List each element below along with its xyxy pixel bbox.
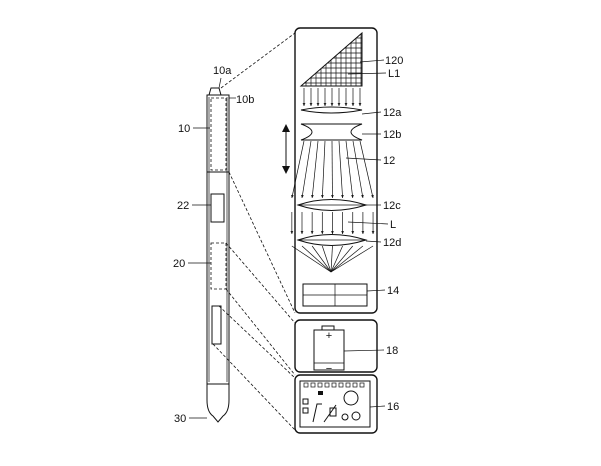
label-120: 120 [385,55,403,67]
battery-minus-symbol: − [326,363,332,375]
label-12c: 12c [383,200,401,212]
focus-ray [321,245,332,273]
circuit-pin [359,382,365,388]
label-10: 10 [178,123,190,135]
light-rays-upper [302,88,362,106]
label-10a: 10a [213,65,232,77]
ray-arrowhead [316,103,320,106]
battery-18: + − [313,325,345,375]
label-16: 16 [387,401,399,413]
ray-arrowhead [371,194,374,198]
circuit-pin [324,382,330,388]
focus-ray [330,245,354,273]
label-L1: L1 [388,68,400,80]
focus-ray [301,245,332,273]
region-20-dashed [210,242,227,290]
ray-arrowhead [344,103,348,106]
battery-panel [294,319,378,373]
ray-arrowhead [291,194,294,198]
focus-ray [311,245,332,273]
pen-tip [206,384,230,423]
battery-plus-symbol: + [326,330,332,342]
focus-ray [330,245,364,273]
circuit-panel [294,374,378,434]
light-ray [345,140,354,199]
region-10-dashed [210,97,227,171]
ray-arrowhead [351,194,354,198]
circuit-pin [338,382,344,388]
label-12a: 12a [383,107,402,119]
ray-arrowhead [301,194,304,198]
circuit-pin [345,382,351,388]
label-22: 22 [177,200,189,212]
ray-arrowhead [309,103,313,106]
pen-top-cap [208,87,222,96]
ray-arrowhead [320,231,324,234]
label-L: L [390,219,396,231]
lens-12b [300,123,363,141]
light-ray [359,140,374,199]
labels: 10a 10b 10 22 20 30 120 L1 12a 12b 12 12… [173,55,403,425]
magnification-lines [212,32,296,431]
light-rays-middle [291,140,374,199]
circuit-board-16 [299,380,371,428]
circuit-circle-large [343,390,359,406]
sensor-14 [302,283,368,307]
ray-arrowhead [321,195,324,198]
ray-arrowhead [351,103,355,106]
ray-arrowhead [351,231,355,234]
label-12: 12 [383,155,395,167]
label-10b: 10b [236,94,254,106]
circuit-pin [317,382,323,388]
circuit-pin [352,382,358,388]
label-30: 30 [174,413,186,425]
ray-arrowhead [358,103,362,106]
ray-arrowhead [337,103,341,106]
movement-arrow [282,124,290,174]
label-12d: 12d [383,237,401,249]
lens-12a [300,106,363,114]
light-ray [352,140,364,199]
light-ray [338,140,343,199]
label-14: 14 [387,285,399,297]
ray-arrowhead [371,231,375,234]
light-ray [291,140,305,199]
ray-arrowhead [323,103,327,106]
ray-arrowhead [330,103,334,106]
ray-arrowhead [331,195,334,198]
ray-arrowhead [300,231,304,234]
pen-side-button [211,305,222,345]
focus-ray [330,245,343,273]
ray-arrowhead [331,231,334,234]
ray-arrowhead [361,194,364,198]
ray-arrowhead [302,103,306,106]
circuit-pin [303,382,309,388]
circuit-pin [310,382,316,388]
focus-ray [330,245,333,273]
ray-arrowhead [341,231,344,234]
light-ray [301,140,312,199]
ray-arrowhead [310,231,314,234]
focus-ray [291,245,332,273]
ray-arrowhead [361,231,365,234]
stylus-pen [206,87,230,423]
optics-panel [294,27,378,314]
ray-arrowhead [341,195,344,198]
label-18: 18 [386,345,398,357]
light-ray [311,140,319,199]
ray-arrowhead [311,194,314,198]
circuit-pin [331,382,337,388]
label-12b: 12b [383,129,401,141]
light-ray [321,140,326,199]
light-rays-focus [291,245,374,273]
focus-ray [330,245,374,273]
label-20: 20 [173,258,185,270]
ray-arrowhead [290,231,294,234]
component-22 [210,193,225,223]
